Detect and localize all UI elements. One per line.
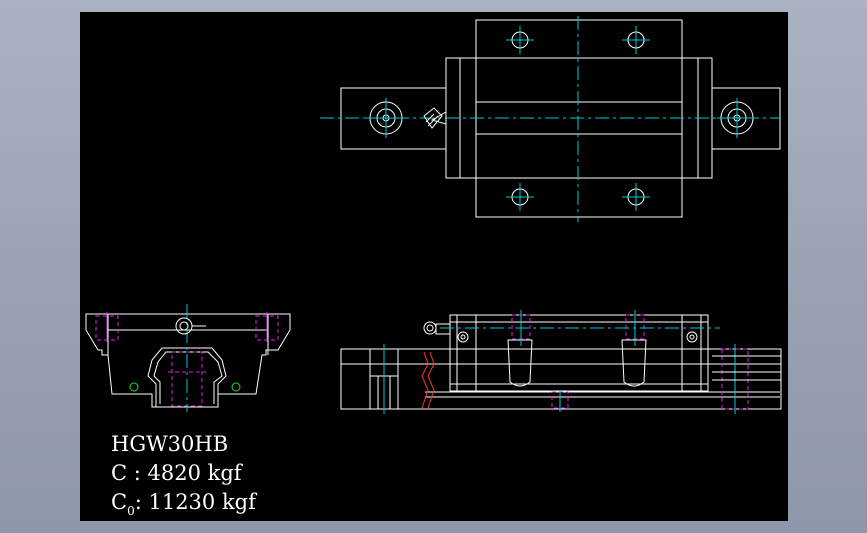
block-side <box>449 314 709 392</box>
static-load-subscript: 0 <box>127 504 135 518</box>
top-view <box>320 16 781 222</box>
mount-hole <box>506 183 534 211</box>
static-load-label: C0: 11230 kgf <box>111 490 256 518</box>
model-label: HGW30HB <box>111 432 229 456</box>
cad-canvas: HGW30HB C : 4820 kgf C0: 11230 kgf <box>80 12 788 521</box>
static-load-symbol: C <box>111 490 128 514</box>
rail-bolt-hole <box>366 98 406 138</box>
cad-drawing <box>85 16 782 414</box>
mount-hole <box>622 183 650 211</box>
static-load-value: : 11230 kgf <box>134 490 256 514</box>
end-view <box>85 304 291 412</box>
rail-bolt-hole <box>717 98 757 138</box>
mount-hole <box>622 26 650 54</box>
side-view <box>340 310 782 414</box>
rail-side <box>340 348 782 410</box>
ball <box>129 382 139 392</box>
ball <box>231 382 241 392</box>
break-line <box>421 351 429 409</box>
dynamic-load-label: C : 4820 kgf <box>111 461 242 485</box>
mount-hole <box>506 26 534 54</box>
grease-nipple <box>423 107 447 129</box>
